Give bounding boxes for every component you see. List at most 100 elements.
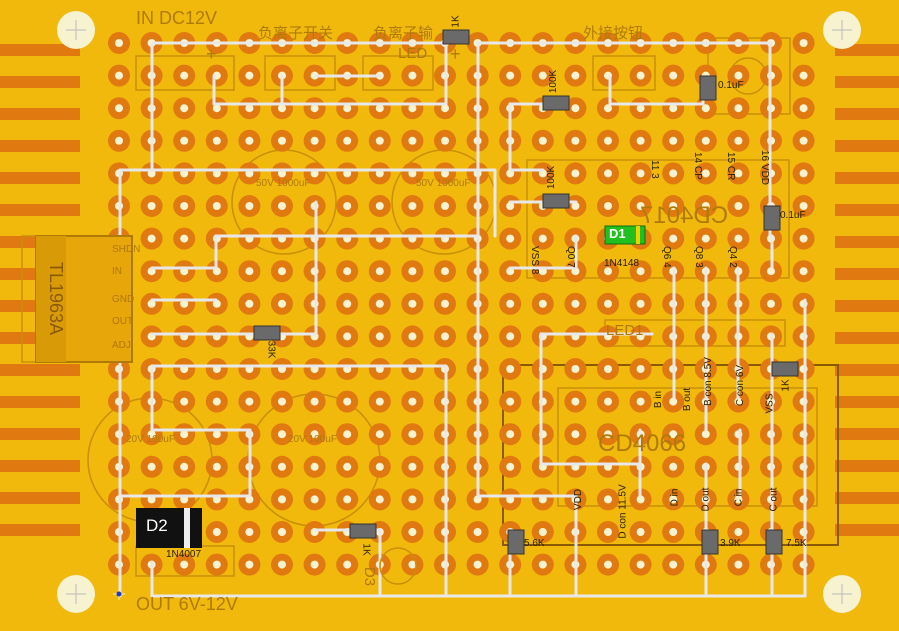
pad xyxy=(792,162,815,185)
pad xyxy=(336,129,359,152)
pad xyxy=(531,488,554,511)
pad xyxy=(499,358,522,380)
pad xyxy=(401,64,424,87)
pad xyxy=(499,292,522,315)
pad xyxy=(205,162,228,185)
pad xyxy=(662,455,685,478)
pad xyxy=(368,358,391,380)
pad xyxy=(108,97,130,120)
cd4066-pin-bout: B out xyxy=(682,387,694,412)
pad xyxy=(271,423,293,446)
r-1k-mid-label: 1K xyxy=(780,379,792,392)
pad xyxy=(303,521,326,543)
pad xyxy=(173,129,196,152)
pad xyxy=(662,97,685,120)
cd4017-pin-16: 16 VDD xyxy=(759,150,770,186)
pad xyxy=(434,292,456,315)
cd4066-pin-cin: C in xyxy=(733,488,745,507)
wire-trace xyxy=(150,364,252,498)
cd4017-pin-7: Q0 7 xyxy=(565,246,576,268)
pad xyxy=(238,521,261,543)
input-title: IN DC12V xyxy=(136,8,218,28)
pad xyxy=(531,423,554,446)
pad xyxy=(597,129,619,152)
pad xyxy=(499,390,522,413)
pad xyxy=(303,358,326,380)
pad xyxy=(271,455,293,478)
mounting-hole-icon xyxy=(823,11,861,49)
r-33k-label: 33K xyxy=(265,340,277,359)
c-01uf-b-label: 0.1uF xyxy=(780,210,806,221)
pad xyxy=(499,260,522,283)
wire-trace xyxy=(150,200,318,336)
pad xyxy=(727,129,750,152)
pad xyxy=(727,553,750,576)
pad xyxy=(727,64,750,87)
wire-trace xyxy=(508,234,578,270)
pad xyxy=(238,64,261,87)
pad xyxy=(238,390,261,413)
pad xyxy=(629,488,652,511)
pad xyxy=(368,423,391,446)
cd4066-pin-bcon: B con 8.5V xyxy=(702,357,714,406)
pad xyxy=(531,455,554,478)
pad xyxy=(336,325,359,348)
pad xyxy=(271,390,293,413)
pad xyxy=(792,97,815,120)
pad xyxy=(173,260,196,283)
smd-parts xyxy=(253,29,799,555)
pad xyxy=(401,390,424,413)
led-label: LED xyxy=(398,45,428,62)
pad xyxy=(140,455,163,478)
pad xyxy=(271,260,293,283)
pad xyxy=(173,488,196,511)
cd4017-label: CD4017 xyxy=(640,202,729,229)
pad xyxy=(271,227,293,250)
pad xyxy=(205,553,228,576)
mounting-hole-icon xyxy=(57,11,95,49)
pad xyxy=(499,423,522,446)
pad xyxy=(401,195,424,217)
pad xyxy=(173,423,196,446)
r-100k-b-label: 100K xyxy=(546,165,558,190)
pad xyxy=(303,129,326,152)
pad xyxy=(564,162,587,185)
pad xyxy=(629,260,652,283)
d2-label: D2 xyxy=(146,516,168,535)
pad xyxy=(597,195,619,217)
smd-component xyxy=(542,193,570,209)
pad xyxy=(564,358,587,380)
origin-marker-icon xyxy=(113,588,125,600)
pad xyxy=(662,521,685,543)
pad xyxy=(531,553,554,576)
r-56k-label: 5.6K xyxy=(524,538,545,549)
pad xyxy=(173,325,196,348)
pad xyxy=(303,488,326,511)
pad xyxy=(401,423,424,446)
pad xyxy=(368,260,391,283)
cd4066-label: CD4066 xyxy=(598,430,687,457)
pad xyxy=(597,292,619,315)
pad xyxy=(238,292,261,315)
smd-component xyxy=(253,325,281,341)
pad xyxy=(205,423,228,446)
wire-trace xyxy=(150,364,448,598)
pad xyxy=(173,97,196,120)
pad xyxy=(401,97,424,120)
smd-component xyxy=(701,529,719,555)
pad xyxy=(531,358,554,380)
pad xyxy=(401,227,424,250)
pad xyxy=(368,162,391,185)
pad xyxy=(368,455,391,478)
wire-trace xyxy=(118,168,497,238)
pad xyxy=(531,292,554,315)
pad xyxy=(401,455,424,478)
cap-a-label: 50V 1000uF xyxy=(256,178,311,189)
pad xyxy=(368,195,391,217)
r-1k-bot-label: 1K xyxy=(360,543,372,556)
led-chip-label: LED1 xyxy=(606,322,644,339)
pad xyxy=(368,390,391,413)
diode-d2 xyxy=(136,508,202,548)
pad xyxy=(564,455,587,478)
pad xyxy=(727,455,750,478)
